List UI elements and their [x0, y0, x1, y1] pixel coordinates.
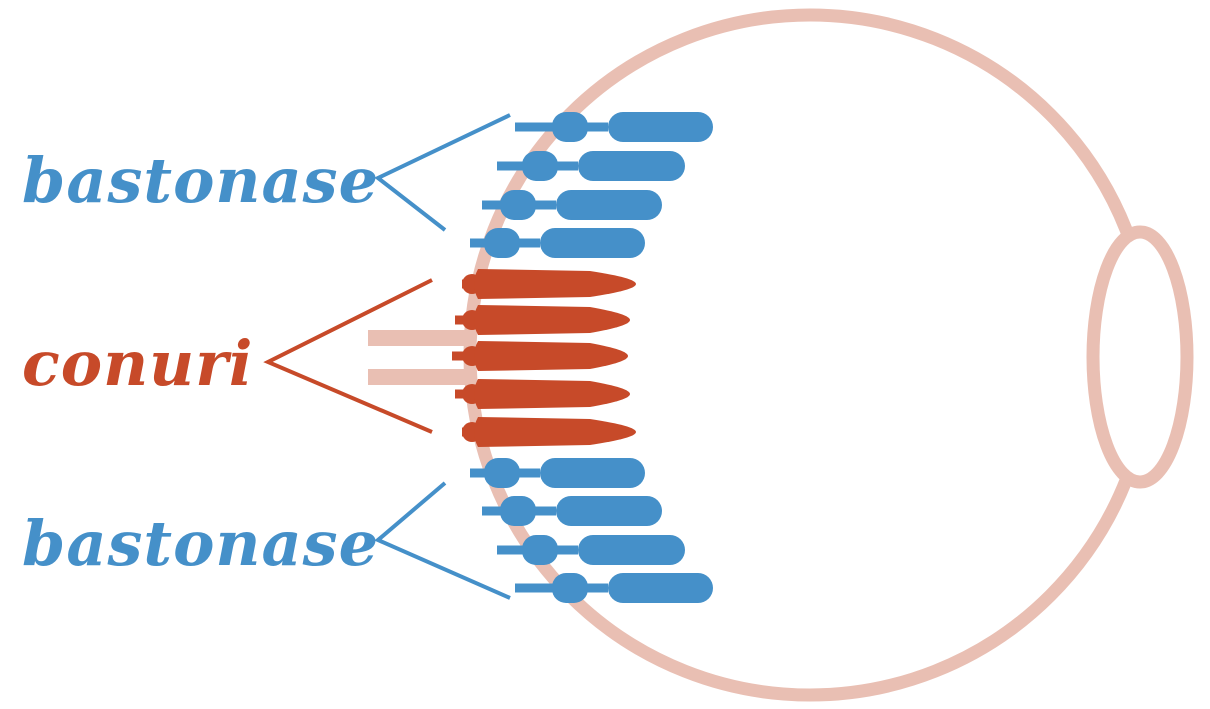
rods-bottom-label: bastonase	[22, 507, 379, 580]
rod-cell	[497, 151, 685, 181]
rod-cell	[470, 458, 645, 488]
cones-label: conuri	[22, 327, 253, 400]
rods-bottom-pointer	[374, 481, 511, 600]
cone-cell	[455, 305, 630, 335]
cone-cell	[452, 341, 628, 371]
rod-cells-bottom	[470, 458, 713, 603]
rod-cell	[482, 190, 662, 220]
rod-cell	[515, 112, 713, 142]
rod-cell	[515, 573, 713, 603]
lens	[1086, 225, 1194, 489]
cone-cell	[455, 379, 630, 409]
cones-pointer	[263, 278, 433, 434]
rods-top-label: bastonase	[22, 144, 379, 217]
rods-top-pointer	[374, 113, 511, 232]
cone-cells	[452, 269, 636, 447]
rod-cells-top	[470, 112, 713, 258]
cone-cell	[462, 417, 636, 447]
rod-cell	[482, 496, 662, 526]
optic-nerve	[368, 330, 466, 385]
cone-cell	[462, 269, 636, 299]
rod-cell	[470, 228, 645, 258]
rod-cell	[497, 535, 685, 565]
